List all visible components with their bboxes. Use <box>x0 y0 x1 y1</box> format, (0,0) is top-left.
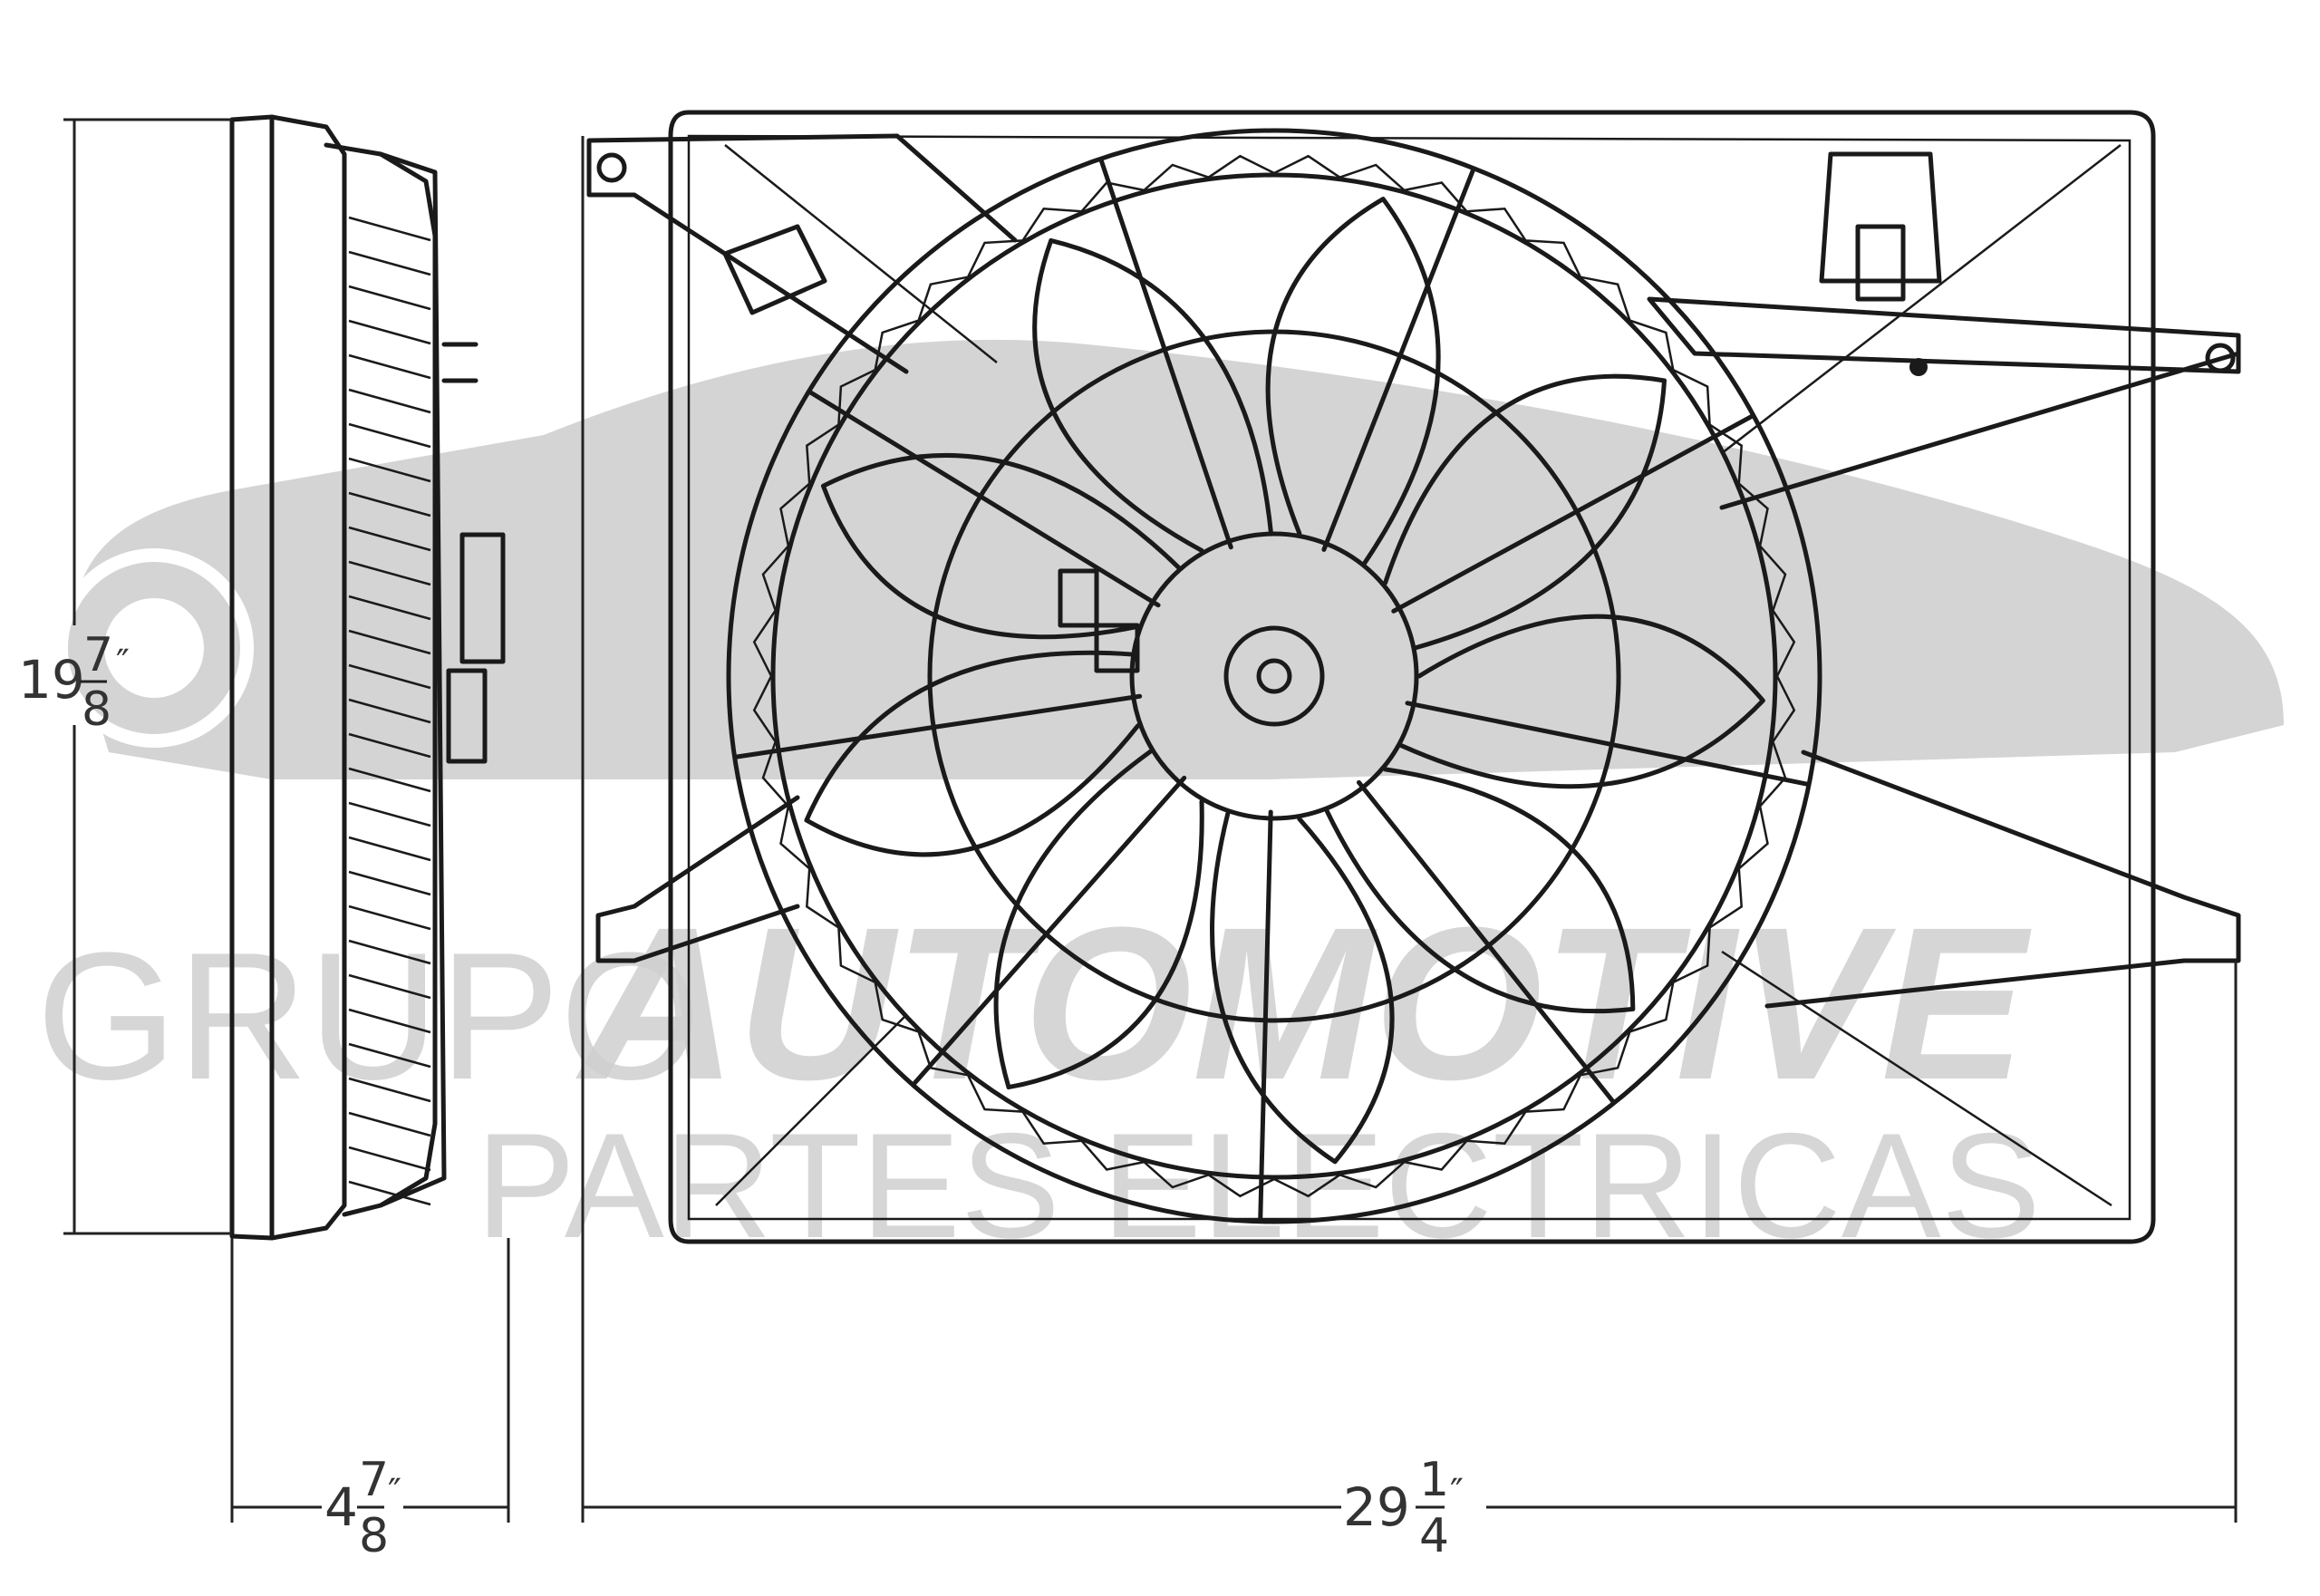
side-fin <box>348 698 431 724</box>
hub-center <box>1256 658 1292 694</box>
side-fin <box>348 457 431 483</box>
motor-mount-spoke <box>1258 809 1273 1223</box>
side-fin <box>348 250 431 276</box>
dimension-height: 19 7 8 ″ <box>18 118 232 1235</box>
height-whole: 19 <box>18 649 85 711</box>
height-num: 7 <box>83 628 113 682</box>
side-fin <box>348 319 431 345</box>
side-fin <box>348 285 431 311</box>
side-fin <box>348 1042 431 1069</box>
motor-mount-spoke <box>1391 413 1754 614</box>
watermark-automotive: AUTOMOTIVE <box>575 882 2033 1125</box>
side-fin <box>348 767 431 793</box>
dimension-depth: 4 7 8 ″ <box>230 1238 510 1563</box>
fan-blade <box>993 749 1204 1090</box>
motor-mount-spoke <box>1098 158 1233 550</box>
motor-mount-spoke <box>807 390 1161 608</box>
side-fin <box>348 836 431 862</box>
fan-shroud-outer <box>726 128 1822 1224</box>
side-fin <box>348 1008 431 1034</box>
height-unit: ″ <box>116 643 130 684</box>
side-fin <box>348 560 431 586</box>
side-fin <box>348 732 431 759</box>
depth-unit: ″ <box>388 1472 401 1514</box>
side-view <box>229 114 506 1241</box>
motor-mount-spoke <box>912 775 1187 1087</box>
motor-mount-spoke <box>1321 168 1476 552</box>
fan-blade <box>1324 767 1636 1014</box>
fan-blade <box>820 453 1181 640</box>
side-fin <box>348 870 431 896</box>
shroud-teeth <box>752 154 1796 1198</box>
front-view <box>586 110 2241 1244</box>
motor-hub <box>1129 531 1419 821</box>
fan-blade <box>1383 373 1667 651</box>
depth-whole: 4 <box>324 1476 358 1538</box>
fan-blade <box>804 650 1141 857</box>
fan-blade <box>1210 811 1395 1165</box>
side-fin <box>348 939 431 965</box>
width-num: 1 <box>1419 1453 1449 1507</box>
side-fin <box>348 353 431 380</box>
side-fin <box>348 1146 431 1172</box>
side-fin <box>348 526 431 552</box>
hub-cap <box>1223 625 1325 727</box>
fan-shroud-inner <box>770 172 1778 1180</box>
side-fin <box>348 904 431 931</box>
motor-mount-spoke <box>1356 779 1616 1104</box>
fan-blade <box>1398 614 1765 789</box>
side-fin <box>348 1111 431 1137</box>
side-fin <box>348 491 431 517</box>
side-fin <box>348 663 431 690</box>
depth-den: 8 <box>359 1509 389 1563</box>
width-unit: ″ <box>1450 1472 1464 1514</box>
side-fin <box>348 422 431 449</box>
side-fin <box>348 216 431 242</box>
side-fin <box>348 973 431 1000</box>
width-whole: 29 <box>1343 1476 1410 1538</box>
dimension-width: 29 1 4 ″ <box>581 136 2238 1563</box>
fan-blade <box>1265 197 1441 566</box>
depth-num: 7 <box>359 1453 389 1507</box>
side-fin <box>348 1077 431 1103</box>
motor-mount-spoke <box>734 693 1143 759</box>
side-fin <box>348 1180 431 1206</box>
width-den: 4 <box>1419 1509 1449 1563</box>
height-den: 8 <box>82 682 111 737</box>
side-fin <box>348 388 431 414</box>
motor-mount-spoke <box>1405 701 1810 787</box>
side-fin <box>348 595 431 621</box>
side-fin <box>348 801 431 827</box>
side-fin <box>348 629 431 655</box>
fan-blade <box>1032 237 1273 553</box>
